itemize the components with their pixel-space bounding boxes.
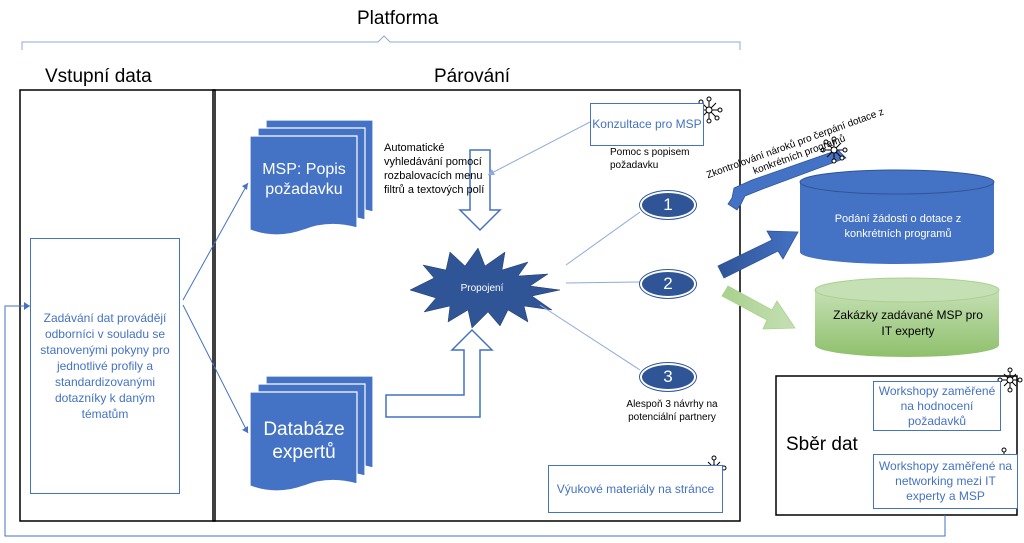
- feedback-loop-line: [4, 305, 946, 537]
- msp-document-shape: [249, 119, 374, 236]
- it-orders-cylinder: [814, 277, 1000, 357]
- help-note: Pomoc s popisem požadavku: [610, 147, 690, 171]
- subsidy-check-arrow: [727, 149, 847, 211]
- connection-starburst: [409, 247, 561, 329]
- workshop-networking-box: Workshopy zaměřené na networking mezi IT…: [873, 454, 1018, 509]
- platform-title: Platforma: [357, 8, 439, 29]
- it-orders-arrow: [721, 285, 796, 330]
- expert-db-label: Databáze expertů: [263, 419, 345, 463]
- input-section-title: Vstupní data: [45, 66, 152, 87]
- consultation-box: Konzultace pro MSP: [590, 103, 704, 146]
- expert-db-document-shape: [249, 375, 374, 492]
- learning-materials-box: Výukové materiály na stránce: [548, 465, 723, 513]
- platform-brace: [21, 35, 741, 50]
- search-down-arrow: [458, 149, 502, 232]
- consultation-line: [487, 121, 591, 176]
- it-orders-cylinder-label: Zakázky zadávané MSP pro IT experty: [833, 308, 983, 338]
- node-1: 1: [640, 191, 696, 219]
- input-to-msp-line: [182, 182, 249, 301]
- data-collection-frame: [775, 375, 1018, 516]
- workshop-evaluation-box: Workshopy zaměřené na hodnocení požadavk…: [873, 381, 1001, 431]
- connection-line-1: [565, 211, 641, 266]
- subsidy-arrow: [717, 230, 799, 279]
- network-icon: [820, 136, 848, 164]
- subsidy-cylinder: [799, 169, 995, 264]
- matching-section-title: Párování: [434, 66, 511, 87]
- experts-up-arrow: [385, 328, 494, 418]
- connection-line-2: [565, 281, 641, 284]
- proposals-note: Alespoň 3 návrhy na potenciální partnery: [626, 399, 718, 423]
- connection-line-3: [539, 304, 641, 371]
- input-description-box: Zadávání dat provádějí odborníci v soula…: [30, 238, 180, 494]
- node-3: 3: [640, 363, 696, 391]
- data-collection-title: Sběr dat: [786, 434, 858, 455]
- auto-search-text: Automatické vyhledávání pomocí rozbalova…: [384, 142, 485, 196]
- network-icon: [997, 367, 1023, 393]
- node-2: 2: [640, 270, 696, 298]
- msp-document-label: MSP: Popis požadavku: [262, 161, 346, 198]
- connection-label: Propojení: [460, 283, 504, 294]
- input-to-experts-line: [182, 304, 249, 434]
- subsidy-cylinder-label: Podání žádosti o dotace z konkrétních pr…: [834, 213, 962, 240]
- feedback-loop-arrowhead: [24, 302, 30, 310]
